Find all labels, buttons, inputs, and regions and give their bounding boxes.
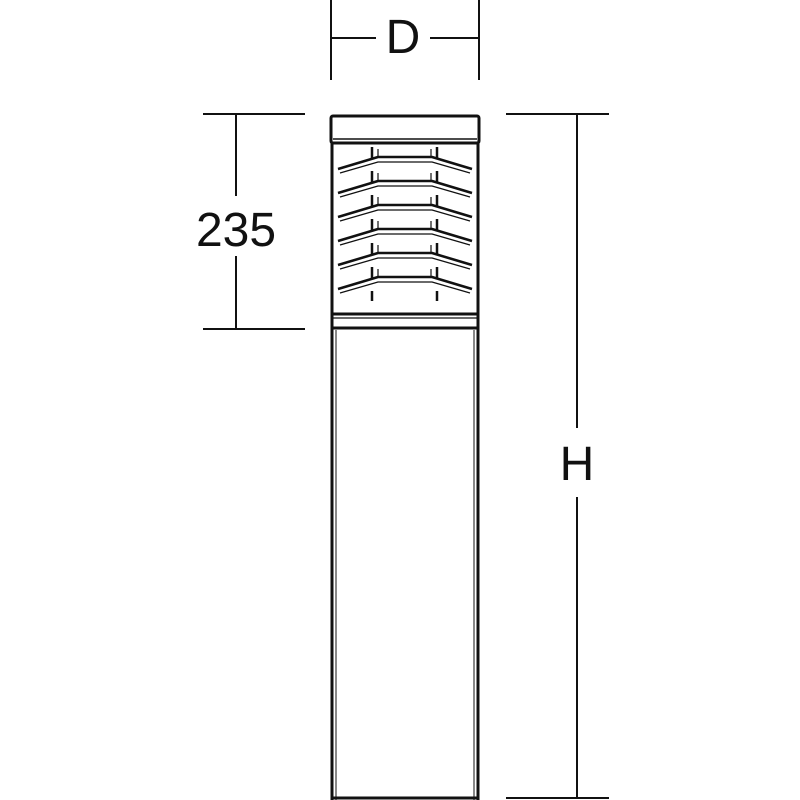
louvre-fin-underside <box>339 257 471 270</box>
width-dimension: D <box>330 0 480 80</box>
louvre-fin-underside <box>339 161 471 174</box>
louvre-fin <box>337 227 473 243</box>
head-height-dimension: 235 <box>196 113 305 330</box>
bollard-luminaire <box>329 114 481 800</box>
head-base-ring <box>330 312 480 330</box>
louvre-stack <box>337 147 473 301</box>
louvre-fin <box>337 155 473 171</box>
head-height-label: 235 <box>196 204 276 257</box>
louvre-fin <box>337 203 473 219</box>
width-label: D <box>386 11 421 64</box>
louvre-fin <box>337 275 473 291</box>
total-height-label: H <box>560 438 595 491</box>
louvre-fin-underside <box>339 281 471 294</box>
louvre-fin-underside <box>339 209 471 222</box>
louvre-fin <box>337 179 473 195</box>
louvre-fin-underside <box>339 185 471 198</box>
louvre-fin <box>337 251 473 267</box>
top-cap <box>329 114 481 145</box>
louvre-fin-underside <box>339 233 471 246</box>
total-height-dimension: H <box>506 113 609 799</box>
